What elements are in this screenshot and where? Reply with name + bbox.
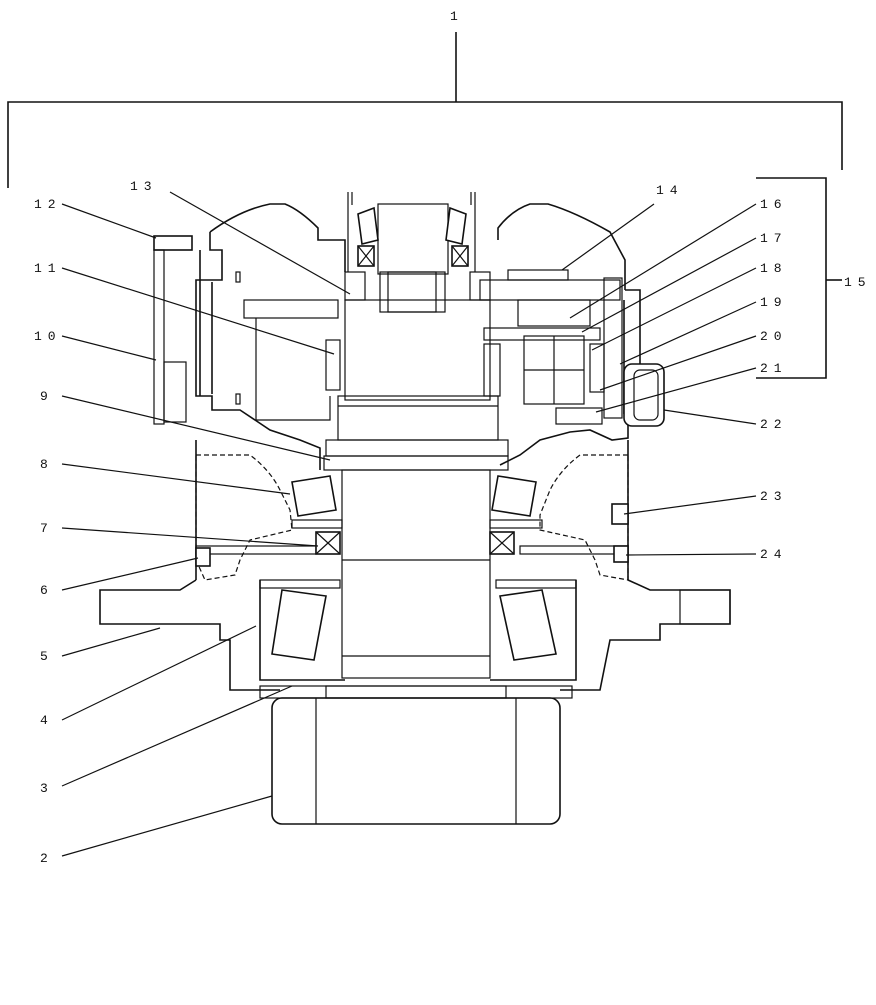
callout-9: 9 [40,389,54,404]
callout-14: 14 [656,183,684,198]
callout-23: 23 [760,489,788,504]
callout-15: 15 [844,275,872,290]
callout-20: 20 [760,329,788,344]
callout-10: 10 [34,329,62,344]
bolt-12-head [153,235,193,251]
leader-lines [61,191,757,857]
callout-22: 22 [760,417,788,432]
plug-6-shape [195,547,211,567]
callout-3: 3 [40,781,54,796]
seal-left [315,531,341,555]
assembly-bracket [7,32,843,188]
callout-2: 2 [40,851,54,866]
callout-4: 4 [40,713,54,728]
callout-17: 17 [760,231,788,246]
callout-5: 5 [40,649,54,664]
callout-8: 8 [40,457,54,472]
callout-6: 6 [40,583,54,598]
callout-11: 11 [34,261,62,276]
tapered-bearing-right [499,589,557,661]
callout-7: 7 [40,521,54,536]
callout-1: 1 [450,9,464,24]
callout-13: 13 [130,179,158,194]
housing-drawing [99,192,731,825]
callout-12: 12 [34,197,62,212]
callout-19: 19 [760,295,788,310]
tapered-bearing-left [271,589,327,661]
upper-bearing-right [491,475,537,517]
subassembly-bracket [756,177,842,379]
plug-24-shape [613,545,629,563]
callout-24: 24 [760,547,788,562]
seal-right [489,531,515,555]
callout-labels: 1 2 3 4 5 6 7 8 9 10 11 12 13 14 15 16 1… [34,9,872,866]
upper-bearing-left [291,475,337,517]
callout-21: 21 [760,361,788,376]
callout-16: 16 [760,197,788,212]
callout-18: 18 [760,261,788,276]
